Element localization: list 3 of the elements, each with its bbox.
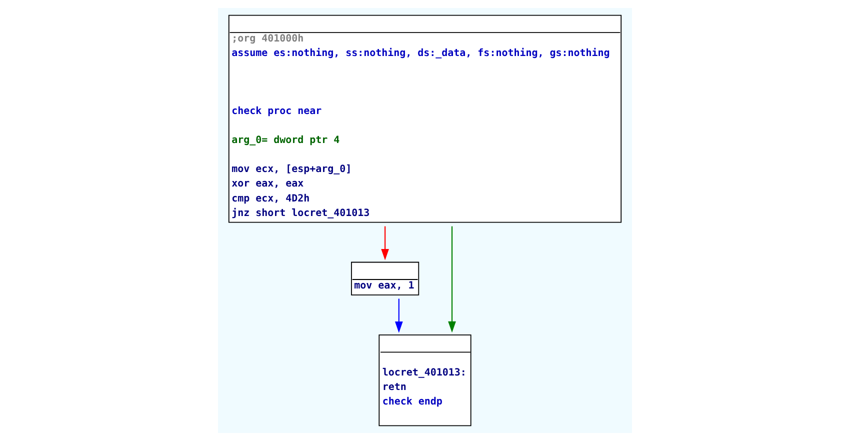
arrow (394, 298, 402, 333)
arrow (448, 226, 456, 333)
arrow (380, 226, 388, 260)
